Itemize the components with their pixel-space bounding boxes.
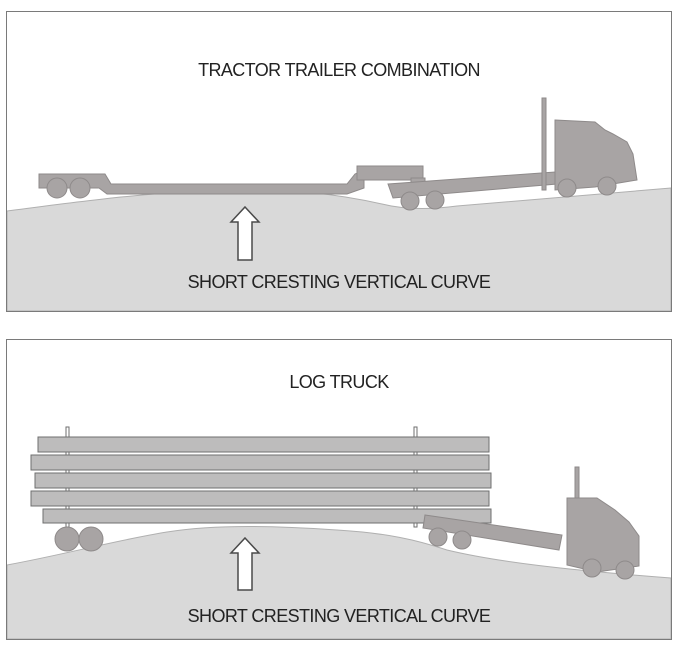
log-truck-illustration [7, 426, 671, 639]
panel-title: LOG TRUCK [289, 372, 389, 392]
panel-title: TRACTOR TRAILER COMBINATION [198, 60, 480, 80]
trailer-wheels [54, 526, 104, 552]
tractor-truck [387, 97, 638, 211]
panel-caption: SHORT CRESTING VERTICAL CURVE [187, 606, 491, 626]
tractor-trailer-panel: TRACTOR TRAILER COMBINATION SHORT CRESTI… [6, 11, 672, 312]
crest-arrow [229, 536, 261, 591]
log-load [30, 436, 492, 524]
cresting-ground [7, 526, 671, 639]
lowboy-trailer [38, 165, 426, 199]
log-truck-tractor [422, 466, 640, 580]
panel-caption: SHORT CRESTING VERTICAL CURVE [187, 272, 491, 292]
crest-arrow [229, 205, 261, 261]
tractor-trailer-illustration [7, 97, 671, 311]
log-truck-panel: LOG TRUCK SHORT CRESTING VERTICAL CURVE [6, 339, 672, 640]
